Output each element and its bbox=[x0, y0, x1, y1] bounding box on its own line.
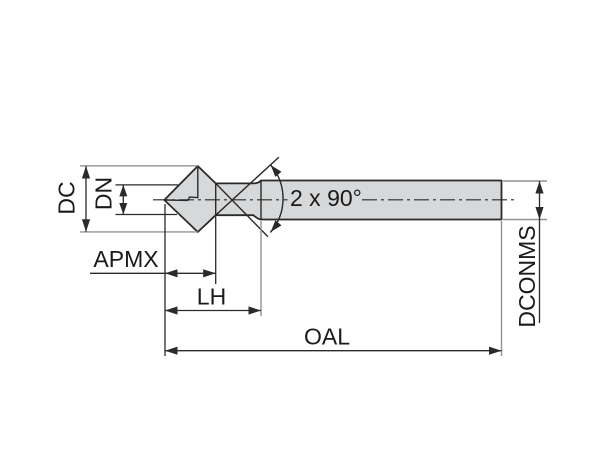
lh-arrow-right bbox=[248, 306, 261, 315]
dconms-label: DCONMS bbox=[514, 225, 540, 327]
angle-arc-arrowhead-top bbox=[270, 165, 282, 177]
dconms-arrow-down bbox=[535, 207, 544, 220]
dc-arrow-up bbox=[81, 166, 91, 179]
oal-arrow-left bbox=[165, 346, 178, 355]
dc-label: DC bbox=[54, 181, 80, 214]
lh-arrow-left bbox=[165, 306, 178, 315]
oal-arrow-right bbox=[489, 346, 502, 355]
apmx-arrow-right bbox=[203, 269, 216, 278]
oal-dimension bbox=[165, 346, 502, 355]
cone-edge-extension-upper bbox=[215, 182, 269, 237]
dn-arrow-down bbox=[119, 203, 128, 215]
dn-dimension bbox=[115, 184, 178, 216]
oal-label: OAL bbox=[304, 324, 350, 350]
dc-dimension bbox=[80, 165, 198, 233]
cutting-lip-line bbox=[163, 196, 199, 202]
lh-dimension bbox=[165, 306, 261, 315]
apmx-label: APMX bbox=[93, 246, 158, 272]
angle-arc-arrowhead-bottom bbox=[270, 220, 282, 232]
dn-arrow-up bbox=[119, 184, 128, 197]
dn-label: DN bbox=[91, 177, 117, 210]
lh-label: LH bbox=[197, 284, 226, 310]
apmx-arrow-left bbox=[165, 269, 178, 278]
dconms-arrow-up bbox=[535, 181, 544, 194]
apmx-dimension bbox=[90, 269, 216, 278]
dconms-dimension bbox=[503, 180, 547, 323]
cone-edge-extension-lower bbox=[215, 156, 280, 216]
angle-note-label: 2 x 90° bbox=[290, 185, 362, 211]
dc-arrow-down bbox=[81, 219, 91, 232]
